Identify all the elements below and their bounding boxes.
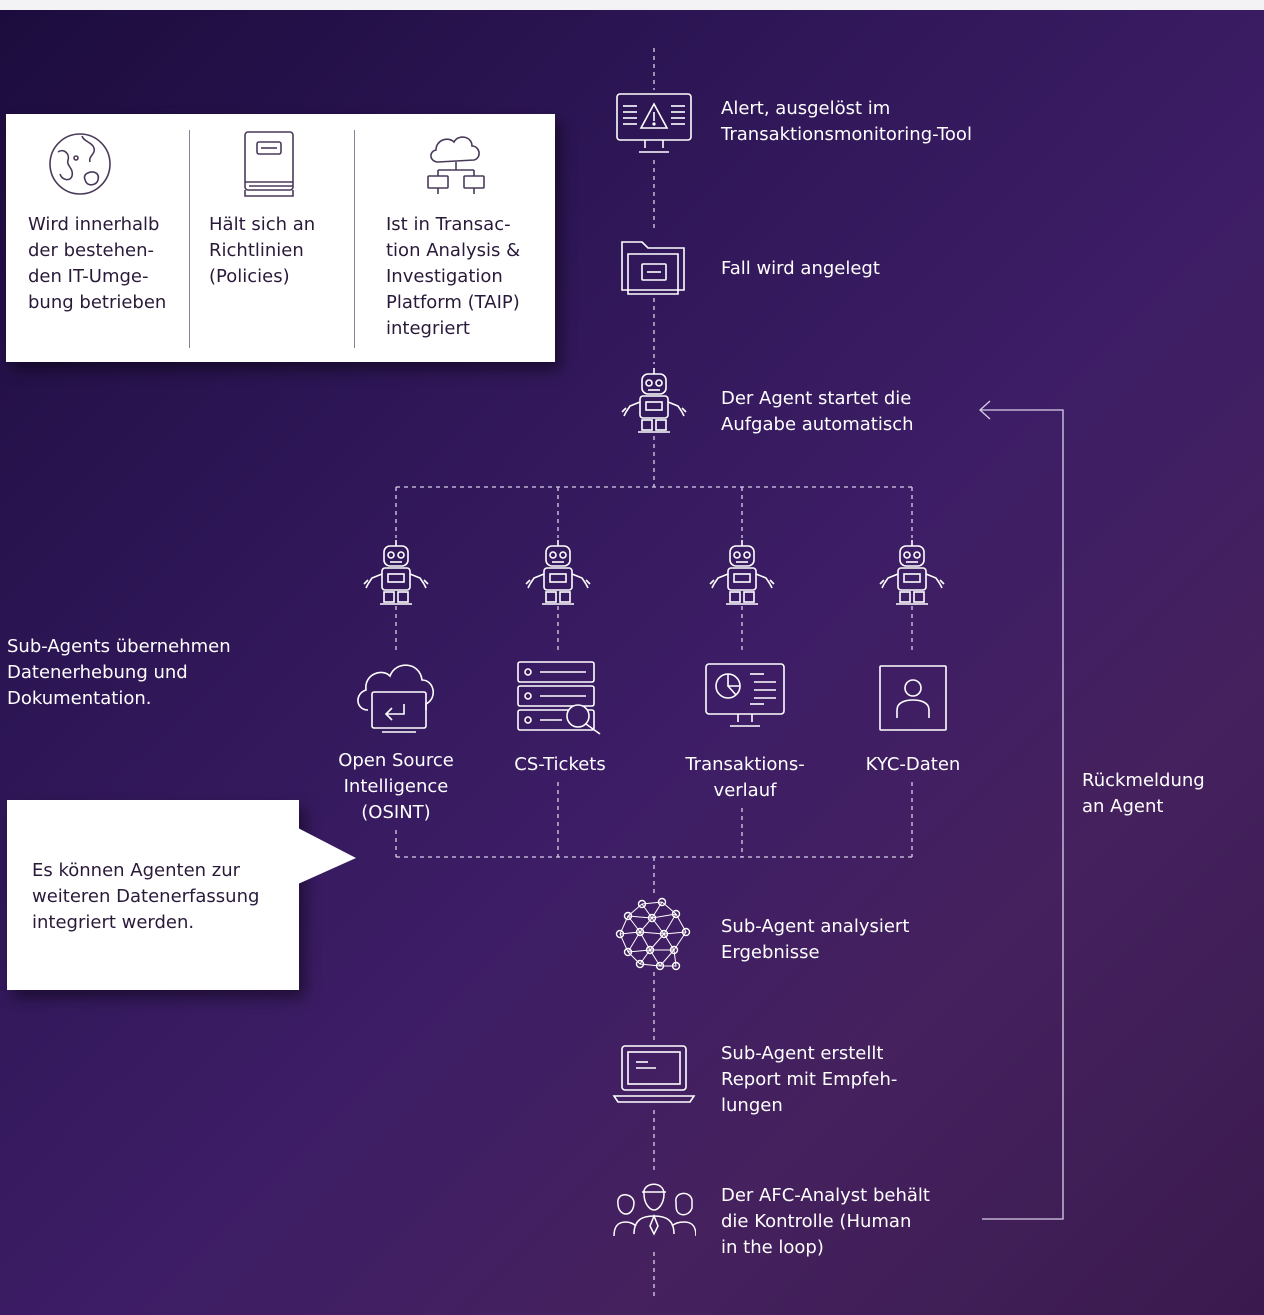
sub-agents-note: Sub-Agents übernehmen Datenerhebung und … — [7, 636, 231, 709]
source-label-cs-tickets: CS-Tickets — [514, 754, 606, 775]
book-icon — [244, 131, 294, 197]
robot-icon — [621, 368, 687, 433]
callout-text: Es können Agenten zur weiteren Datenerfa… — [32, 860, 260, 933]
property-text-1: Wird innerhalb der bestehen- den IT-Umge… — [28, 214, 167, 313]
property-text-3: Ist in Transac- tion Analysis & Investig… — [386, 214, 521, 339]
step-alert-text: Alert, ausgelöst im Transaktionsmonitori… — [721, 98, 972, 145]
property-divider-2 — [354, 130, 355, 348]
step-case-text: Fall wird angelegt — [721, 258, 880, 279]
step-report-text: Sub-Agent erstellt Report mit Empfeh- lu… — [721, 1043, 898, 1116]
feedback-loop — [979, 400, 1064, 1220]
property-text-2: Hält sich an Richtlinien (Policies) — [209, 214, 316, 287]
cloud-screen-icon — [357, 664, 434, 733]
monitor-alert-icon — [616, 93, 692, 153]
globe-icon — [49, 133, 111, 195]
step-agent-text: Der Agent startet die Aufgabe automatisc… — [721, 388, 914, 435]
cloud-network-icon — [427, 136, 485, 194]
server-search-icon — [517, 661, 601, 735]
laptop-icon — [612, 1045, 696, 1103]
source-label-osint: Open Source Intelligence (OSINT) — [338, 750, 454, 823]
callout-pointer — [298, 828, 356, 884]
feedback-label: Rückmeldung an Agent — [1082, 770, 1205, 817]
properties-box: Wird innerhalb der bestehen- den IT-Umge… — [6, 114, 555, 362]
folder-icon — [621, 241, 685, 295]
top-band — [0, 0, 1264, 10]
source-label-kyc: KYC-Daten — [865, 754, 961, 775]
step-analyst-text: Der AFC-Analyst behält die Kontrolle (Hu… — [721, 1185, 930, 1258]
robot-icon — [525, 540, 591, 605]
person-frame-icon — [879, 665, 947, 731]
source-label-transactions: Transaktions- verlauf — [685, 754, 805, 801]
property-divider-1 — [189, 130, 190, 348]
robot-icon — [363, 540, 429, 605]
step-analyze-text: Sub-Agent analysiert Ergebnisse — [721, 916, 910, 963]
callout-box — [7, 800, 299, 990]
people-icon — [613, 1183, 696, 1237]
robot-icon — [709, 540, 775, 605]
monitor-chart-icon — [705, 663, 785, 727]
robot-icon — [879, 540, 945, 605]
neural-network-icon — [615, 897, 691, 971]
